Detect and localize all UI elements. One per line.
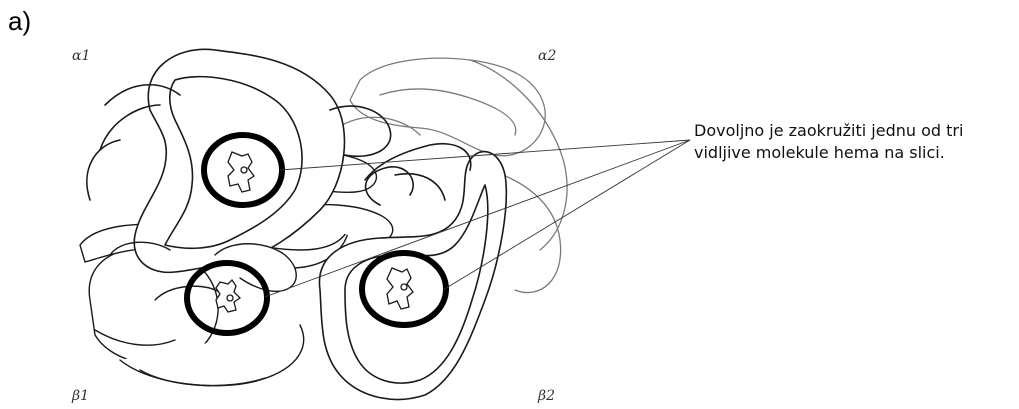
protein-ribbon-drawing	[80, 49, 567, 399]
heme-beta1	[216, 280, 240, 312]
